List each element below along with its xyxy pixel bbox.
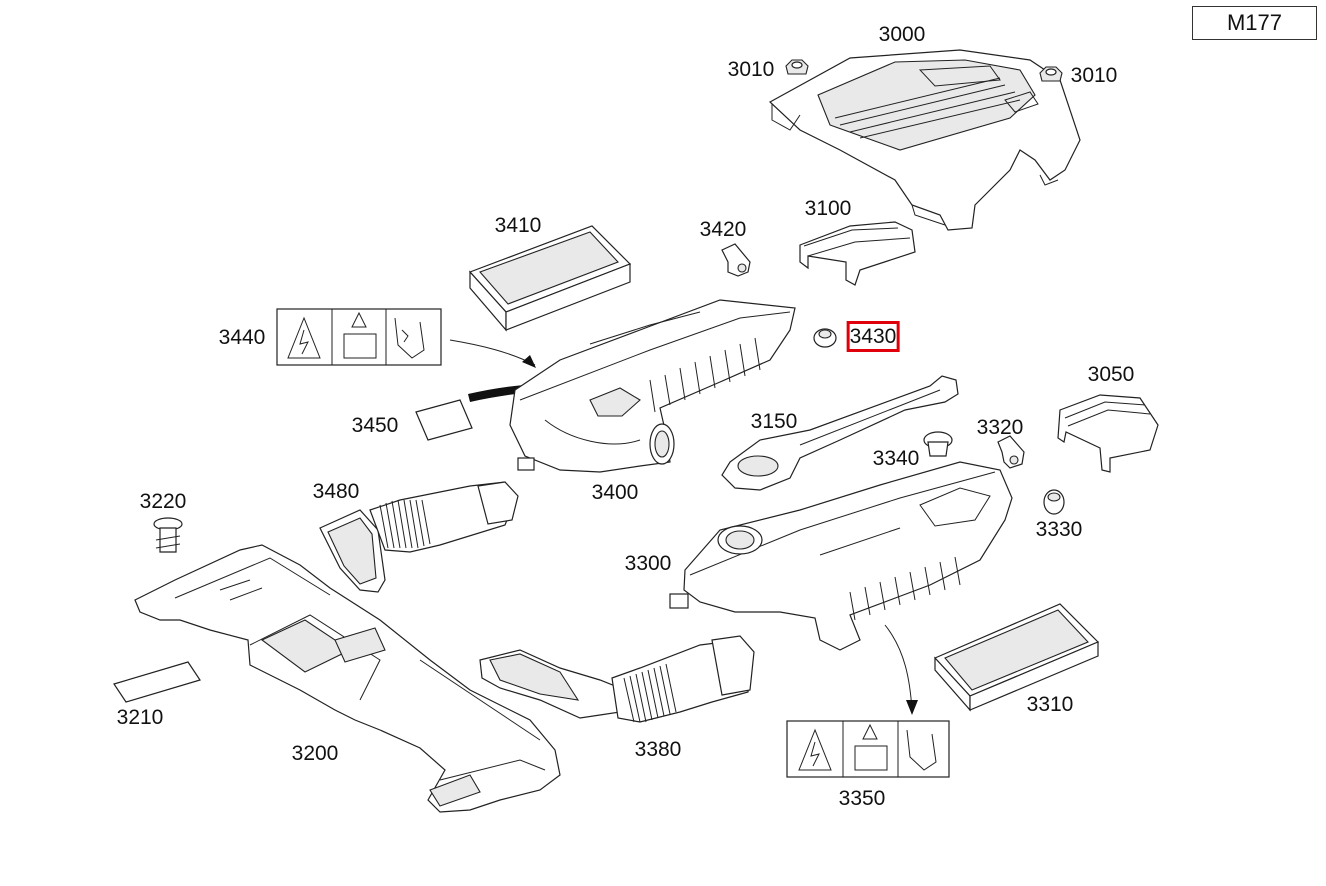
part-label-3440[interactable]: 3440 [218, 326, 266, 349]
push-clip-part[interactable] [153, 517, 183, 553]
air-filter-part-lower[interactable] [933, 603, 1100, 712]
part-label-3200[interactable]: 3200 [291, 742, 339, 765]
sensor-part-upper[interactable] [721, 243, 751, 277]
small-label-part-lower[interactable] [113, 661, 201, 703]
engine-cover-part[interactable] [768, 49, 1081, 231]
sensor-part-lower[interactable] [997, 435, 1025, 469]
warning-label-part-upper[interactable] [276, 308, 442, 366]
part-label-3300[interactable]: 3300 [624, 552, 672, 575]
bracket-part[interactable] [721, 375, 959, 491]
part-label-3010-left[interactable]: 3010 [727, 58, 775, 81]
intake-duct-part-upper[interactable] [319, 481, 519, 593]
lower-intake-part[interactable] [134, 544, 561, 813]
part-label-3320[interactable]: 3320 [976, 416, 1024, 439]
intake-duct-part-lower[interactable] [479, 635, 755, 723]
nut-part-right[interactable] [1039, 66, 1063, 82]
part-label-3380[interactable]: 3380 [634, 738, 682, 761]
part-label-3430-highlighted[interactable]: 3430 [846, 321, 900, 352]
part-label-3400[interactable]: 3400 [591, 481, 639, 504]
part-label-3350[interactable]: 3350 [838, 787, 886, 810]
part-label-3100[interactable]: 3100 [804, 197, 852, 220]
airbox-part-lower[interactable] [669, 461, 1013, 651]
part-label-3340[interactable]: 3340 [872, 447, 920, 470]
warning-label-part-lower[interactable] [786, 720, 950, 778]
part-label-3310[interactable]: 3310 [1026, 693, 1074, 716]
nut-part-left[interactable] [785, 59, 809, 75]
part-label-3480[interactable]: 3480 [312, 480, 360, 503]
part-label-3000[interactable]: 3000 [878, 23, 926, 46]
grommet-part-lower[interactable] [1043, 489, 1065, 515]
grommet-part[interactable] [813, 328, 837, 348]
part-label-3210[interactable]: 3210 [116, 706, 164, 729]
air-filter-part-upper[interactable] [468, 225, 632, 332]
grommet-part-center[interactable] [923, 431, 953, 457]
part-label-3410[interactable]: 3410 [494, 214, 542, 237]
airbox-part-upper[interactable] [509, 299, 796, 473]
part-label-3220[interactable]: 3220 [139, 490, 187, 513]
model-code-badge: M177 [1192, 6, 1317, 40]
trim-cover-part-right[interactable] [1057, 394, 1159, 473]
part-label-3150[interactable]: 3150 [750, 410, 798, 433]
part-label-3450[interactable]: 3450 [351, 414, 399, 437]
part-label-3330[interactable]: 3330 [1035, 518, 1083, 541]
part-label-3420[interactable]: 3420 [699, 218, 747, 241]
trim-cover-part[interactable] [799, 221, 916, 286]
part-label-3050[interactable]: 3050 [1087, 363, 1135, 386]
part-label-3010-right[interactable]: 3010 [1070, 64, 1118, 87]
small-label-part-upper[interactable] [415, 399, 473, 441]
